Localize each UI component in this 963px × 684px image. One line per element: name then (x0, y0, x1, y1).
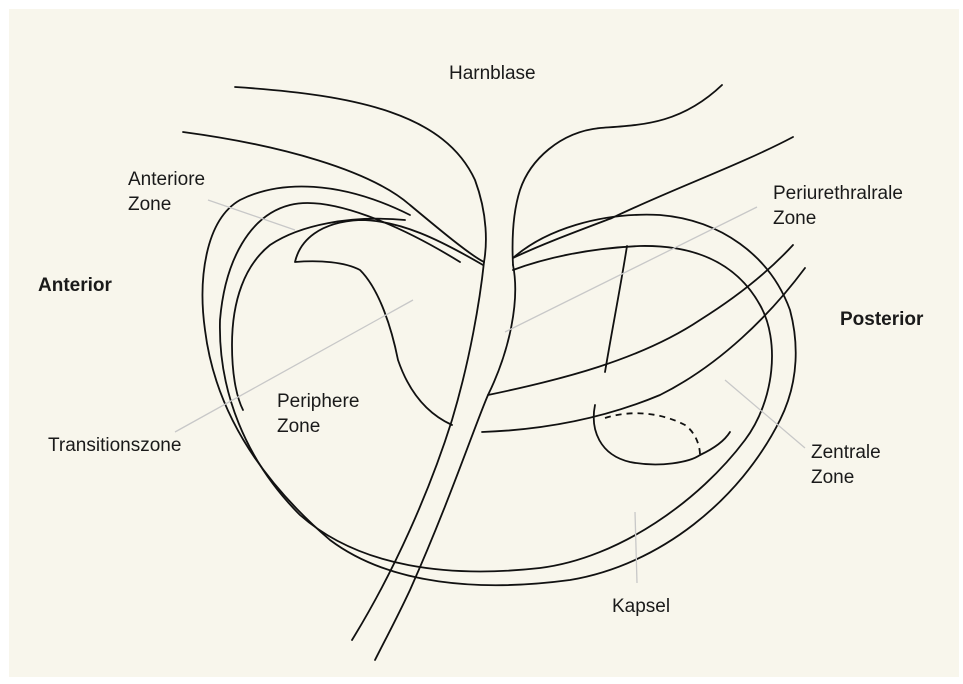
label-posterior: Posterior (840, 307, 923, 332)
leader-anteriore-zone (208, 200, 295, 230)
central-zone-outline (594, 405, 700, 464)
label-kapsel: Kapsel (612, 594, 670, 619)
central-zone-dashed (605, 413, 700, 455)
leader-periurethral-zone (505, 207, 757, 332)
label-periurethral-line2: Zone (773, 206, 903, 231)
label-periphere-line2: Zone (277, 414, 359, 439)
capsule-inner (220, 203, 772, 571)
label-anteriore-zone: Anteriore Zone (128, 167, 205, 217)
label-harnblase: Harnblase (449, 61, 536, 86)
bladder-wall-left-inner (183, 132, 484, 262)
urethra-right (375, 265, 515, 660)
anterior-zone-boundary (232, 219, 405, 410)
central-zone-capsule-seg (700, 432, 730, 455)
bladder-wall-right-inner (513, 137, 793, 258)
label-periurethral-line1: Periurethralrale (773, 181, 903, 206)
label-anteriore-line2: Zone (128, 192, 205, 217)
label-zentrale-line1: Zentrale (811, 440, 881, 465)
label-zentrale-zone: Zentrale Zone (811, 440, 881, 490)
label-zentrale-line2: Zone (811, 465, 881, 490)
label-periphere-line1: Periphere (277, 389, 359, 414)
label-periphere-zone: Periphere Zone (277, 389, 359, 439)
leader-kapsel (635, 512, 637, 583)
label-transitionszone: Transitionszone (48, 433, 181, 458)
capsule-outer (203, 186, 796, 585)
periurethral-divider (605, 246, 627, 372)
label-anteriore-line1: Anteriore (128, 167, 205, 192)
ejaculatory-duct-upper (488, 245, 793, 395)
leader-zentrale-zone (725, 380, 805, 448)
label-anterior: Anterior (38, 273, 112, 298)
label-periurethral-zone: Periurethralrale Zone (773, 181, 903, 231)
